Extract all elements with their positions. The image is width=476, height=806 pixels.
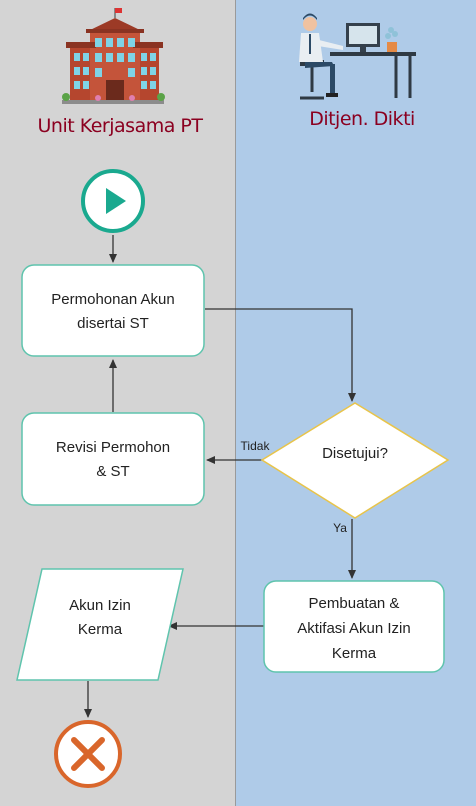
output-line2: Kerma	[78, 621, 123, 638]
revisi-line2: & ST	[96, 463, 129, 480]
output-line1: Akun Izin	[69, 597, 131, 614]
lane-title-left: Unit Kerjasama PT	[38, 115, 204, 137]
connectors	[84, 235, 356, 718]
lane-title-right: Ditjen. Dikti	[309, 108, 415, 130]
process-revisi-permohonan[interactable]: Revisi Permohon & ST	[21, 412, 205, 506]
office-worker-icon	[299, 13, 416, 100]
pembuatan-line3: Kerma	[332, 645, 377, 662]
building-icon	[62, 8, 165, 104]
close-icon	[71, 737, 105, 771]
edge-label-no: Tidak	[241, 439, 271, 453]
decision-disetujui[interactable]: Disetujui?	[260, 402, 450, 519]
start-node[interactable]	[81, 169, 145, 233]
permohonan-line1: Permohonan Akun	[51, 291, 174, 308]
permohonan-line2: disertai ST	[77, 315, 149, 332]
arrow-permohonan-to-decision	[205, 308, 356, 402]
pembuatan-line1: Pembuatan &	[309, 595, 400, 612]
process-permohonan-akun[interactable]: Permohonan Akun disertai ST	[21, 264, 205, 357]
output-akun-izin-kerma[interactable]: Akun Izin Kerma	[16, 568, 184, 681]
end-node[interactable]	[54, 720, 122, 788]
process-pembuatan-akun[interactable]: Pembuatan & Aktifasi Akun Izin Kerma	[263, 580, 445, 673]
revisi-line1: Revisi Permohon	[56, 439, 170, 456]
edge-label-yes: Ya	[333, 521, 347, 535]
decision-label: Disetujui?	[322, 445, 388, 462]
pembuatan-line2: Aktifasi Akun Izin	[297, 620, 410, 637]
play-icon	[106, 188, 126, 214]
